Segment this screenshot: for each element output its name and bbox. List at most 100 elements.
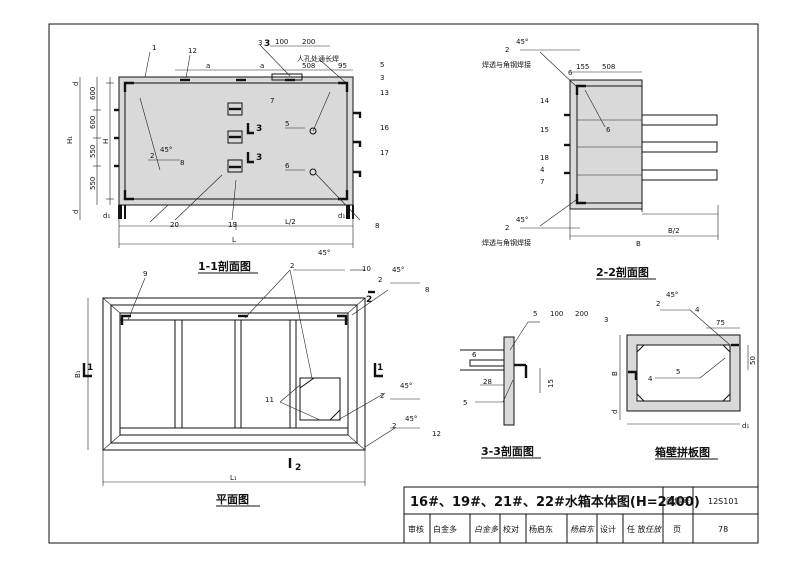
s11-vdim-d-top: d xyxy=(72,82,80,86)
title-block-name-check: 杨启东 xyxy=(529,524,553,534)
s11-vdim-600a: 600 xyxy=(89,87,97,100)
panel-label-4b: 4 xyxy=(648,375,653,383)
panel-label-5: 5 xyxy=(676,368,680,376)
s22-label-14: 14 xyxy=(540,97,549,105)
s11-mark-3b: 3 xyxy=(256,153,262,163)
s11-vdim-550a: 550 xyxy=(89,145,97,158)
s22-label-weld-bottom: 焊透与角钢焊接 xyxy=(482,238,531,247)
plan-dim-B1: B₁ xyxy=(74,370,82,378)
s11-label-95: 95 xyxy=(338,62,347,70)
s11-hdim-d1-left: d₁ xyxy=(103,212,110,220)
s22-label-45b: 45° xyxy=(516,216,528,224)
s11-label-3b: 3 xyxy=(380,74,384,82)
plan-label-8: 8 xyxy=(425,286,429,294)
s22-label-18: 18 xyxy=(540,154,549,162)
panel-label-d1: d₁ xyxy=(742,422,749,430)
s33-label-28: 28 xyxy=(483,378,492,386)
s11-label-508: 508 xyxy=(302,62,315,70)
plan-label-45c: 45° xyxy=(400,382,412,390)
s22-label-6b: 6 xyxy=(606,126,611,134)
s33-label-15: 15 xyxy=(547,379,555,388)
s22-label-7: 7 xyxy=(540,178,544,186)
panel-title: 箱壁拼板图 xyxy=(655,445,710,459)
plan-label-45a: 45° xyxy=(318,249,330,257)
s22-wall xyxy=(569,79,643,210)
s11-label-12: 12 xyxy=(188,47,197,55)
panel-label-45: 45° xyxy=(666,291,678,299)
s11-title: 1-1剖面图 xyxy=(198,259,251,273)
s22-label-155: 155 xyxy=(576,63,589,71)
panel-label-B: B xyxy=(611,371,619,376)
panel-label-75: 75 xyxy=(716,319,725,327)
s11-hdim-L-half: L/2 xyxy=(285,218,296,226)
s11-label-16: 16 xyxy=(380,124,389,132)
s33-label-200: 200 xyxy=(575,310,588,318)
s11-label-a2: a xyxy=(260,62,264,70)
s11-hdim-L: L xyxy=(232,236,236,244)
s11-label-20: 20 xyxy=(170,221,179,229)
s11-outer-wall xyxy=(118,76,354,206)
s11-vdim-550b: 550 xyxy=(89,177,97,190)
section-1-1: 1 12 3 100 200 人孔处通长焊 a a 508 95 5 3 13 … xyxy=(66,38,389,274)
s33-label-5a: 5 xyxy=(533,310,537,318)
s22-title: 2-2剖面图 xyxy=(596,265,649,279)
s22-label-weld-top: 焊透与角钢焊接 xyxy=(482,60,531,69)
plan-mark-2-top: 2 xyxy=(366,295,372,305)
s11-label-13: 13 xyxy=(380,89,389,97)
s11-label-100: 100 xyxy=(275,38,288,46)
s22-label-2a: 2 xyxy=(505,46,509,54)
plan-mark-1-right: 1 xyxy=(377,363,383,373)
plan-dim-L1: L₁ xyxy=(230,474,237,482)
s11-label-6: 6 xyxy=(285,162,290,170)
section-3-3: 5 100 200 3 6 28 15 5 3-3剖面图 xyxy=(460,310,608,459)
s11-label-45: 45° xyxy=(160,146,172,154)
s22-label-2b: 2 xyxy=(505,224,509,232)
s11-inner-space xyxy=(124,82,348,200)
s11-label-8a: 8 xyxy=(180,159,184,167)
panel-label-50: 50 xyxy=(749,356,757,365)
s11-label-3a: 3 xyxy=(258,39,262,47)
s11-mark-3c: 3 xyxy=(264,39,270,49)
s11-label-5b: 5 xyxy=(285,120,289,128)
s11-hdim-d1-right: d₁ xyxy=(338,212,345,220)
plan-label-2b: 2 xyxy=(378,276,382,284)
plan-label-12: 12 xyxy=(432,430,441,438)
title-block-sign-check: 杨启东 xyxy=(570,525,595,534)
panel-label-2: 2 xyxy=(656,300,660,308)
s33-title: 3-3剖面图 xyxy=(481,444,534,458)
title-block-page-no: 78 xyxy=(718,525,728,534)
title-block-name-design: 任 放 xyxy=(627,524,646,534)
plan-label-10: 10 xyxy=(362,265,371,273)
plan-label-45b: 45° xyxy=(392,266,404,274)
title-block-sign-design: 任放 xyxy=(645,525,663,534)
plan-label-2d: 2 xyxy=(392,422,396,430)
s11-label-2a: 2 xyxy=(150,152,154,160)
s33-label-5b: 5 xyxy=(463,399,467,407)
panel-label-d: d xyxy=(611,410,619,414)
s22-label-508: 508 xyxy=(602,63,615,71)
s11-vdim-H1: H₁ xyxy=(66,136,74,144)
section-2-2: 2 45° 焊透与角钢焊接 6 155 508 14 6 15 18 4 7 2… xyxy=(482,38,719,280)
title-block-atlas-label: 图集号 xyxy=(666,496,690,506)
plan-title: 平面图 xyxy=(216,493,249,506)
s22-label-6a: 6 xyxy=(568,69,573,77)
title-block-role-design: 设计 xyxy=(600,524,616,534)
plan-label-9: 9 xyxy=(143,270,147,278)
panel-label-4a: 4 xyxy=(695,306,700,314)
s33-label-100: 100 xyxy=(550,310,563,318)
plan-label-45d: 45° xyxy=(405,415,417,423)
plan-view: 9 2 45° 10 2 45° 8 11 2 45° 2 45° 12 1 1… xyxy=(74,249,441,507)
s11-label-8b: 8 xyxy=(375,222,379,230)
s11-label-manhole-weld: 人孔处通长焊 xyxy=(297,54,339,63)
s11-label-1: 1 xyxy=(152,44,156,52)
title-block-name-review: 白金多 xyxy=(433,524,457,534)
s11-label-5a: 5 xyxy=(380,61,384,69)
plan-label-11: 11 xyxy=(265,396,274,404)
title-block-page-label: 页 xyxy=(673,525,681,534)
s22-label-15: 15 xyxy=(540,126,549,134)
s33-label-6: 6 xyxy=(472,351,477,359)
plan-label-2a: 2 xyxy=(290,262,294,270)
s11-label-a1: a xyxy=(206,62,210,70)
s11-mark-3a: 3 xyxy=(256,124,262,134)
